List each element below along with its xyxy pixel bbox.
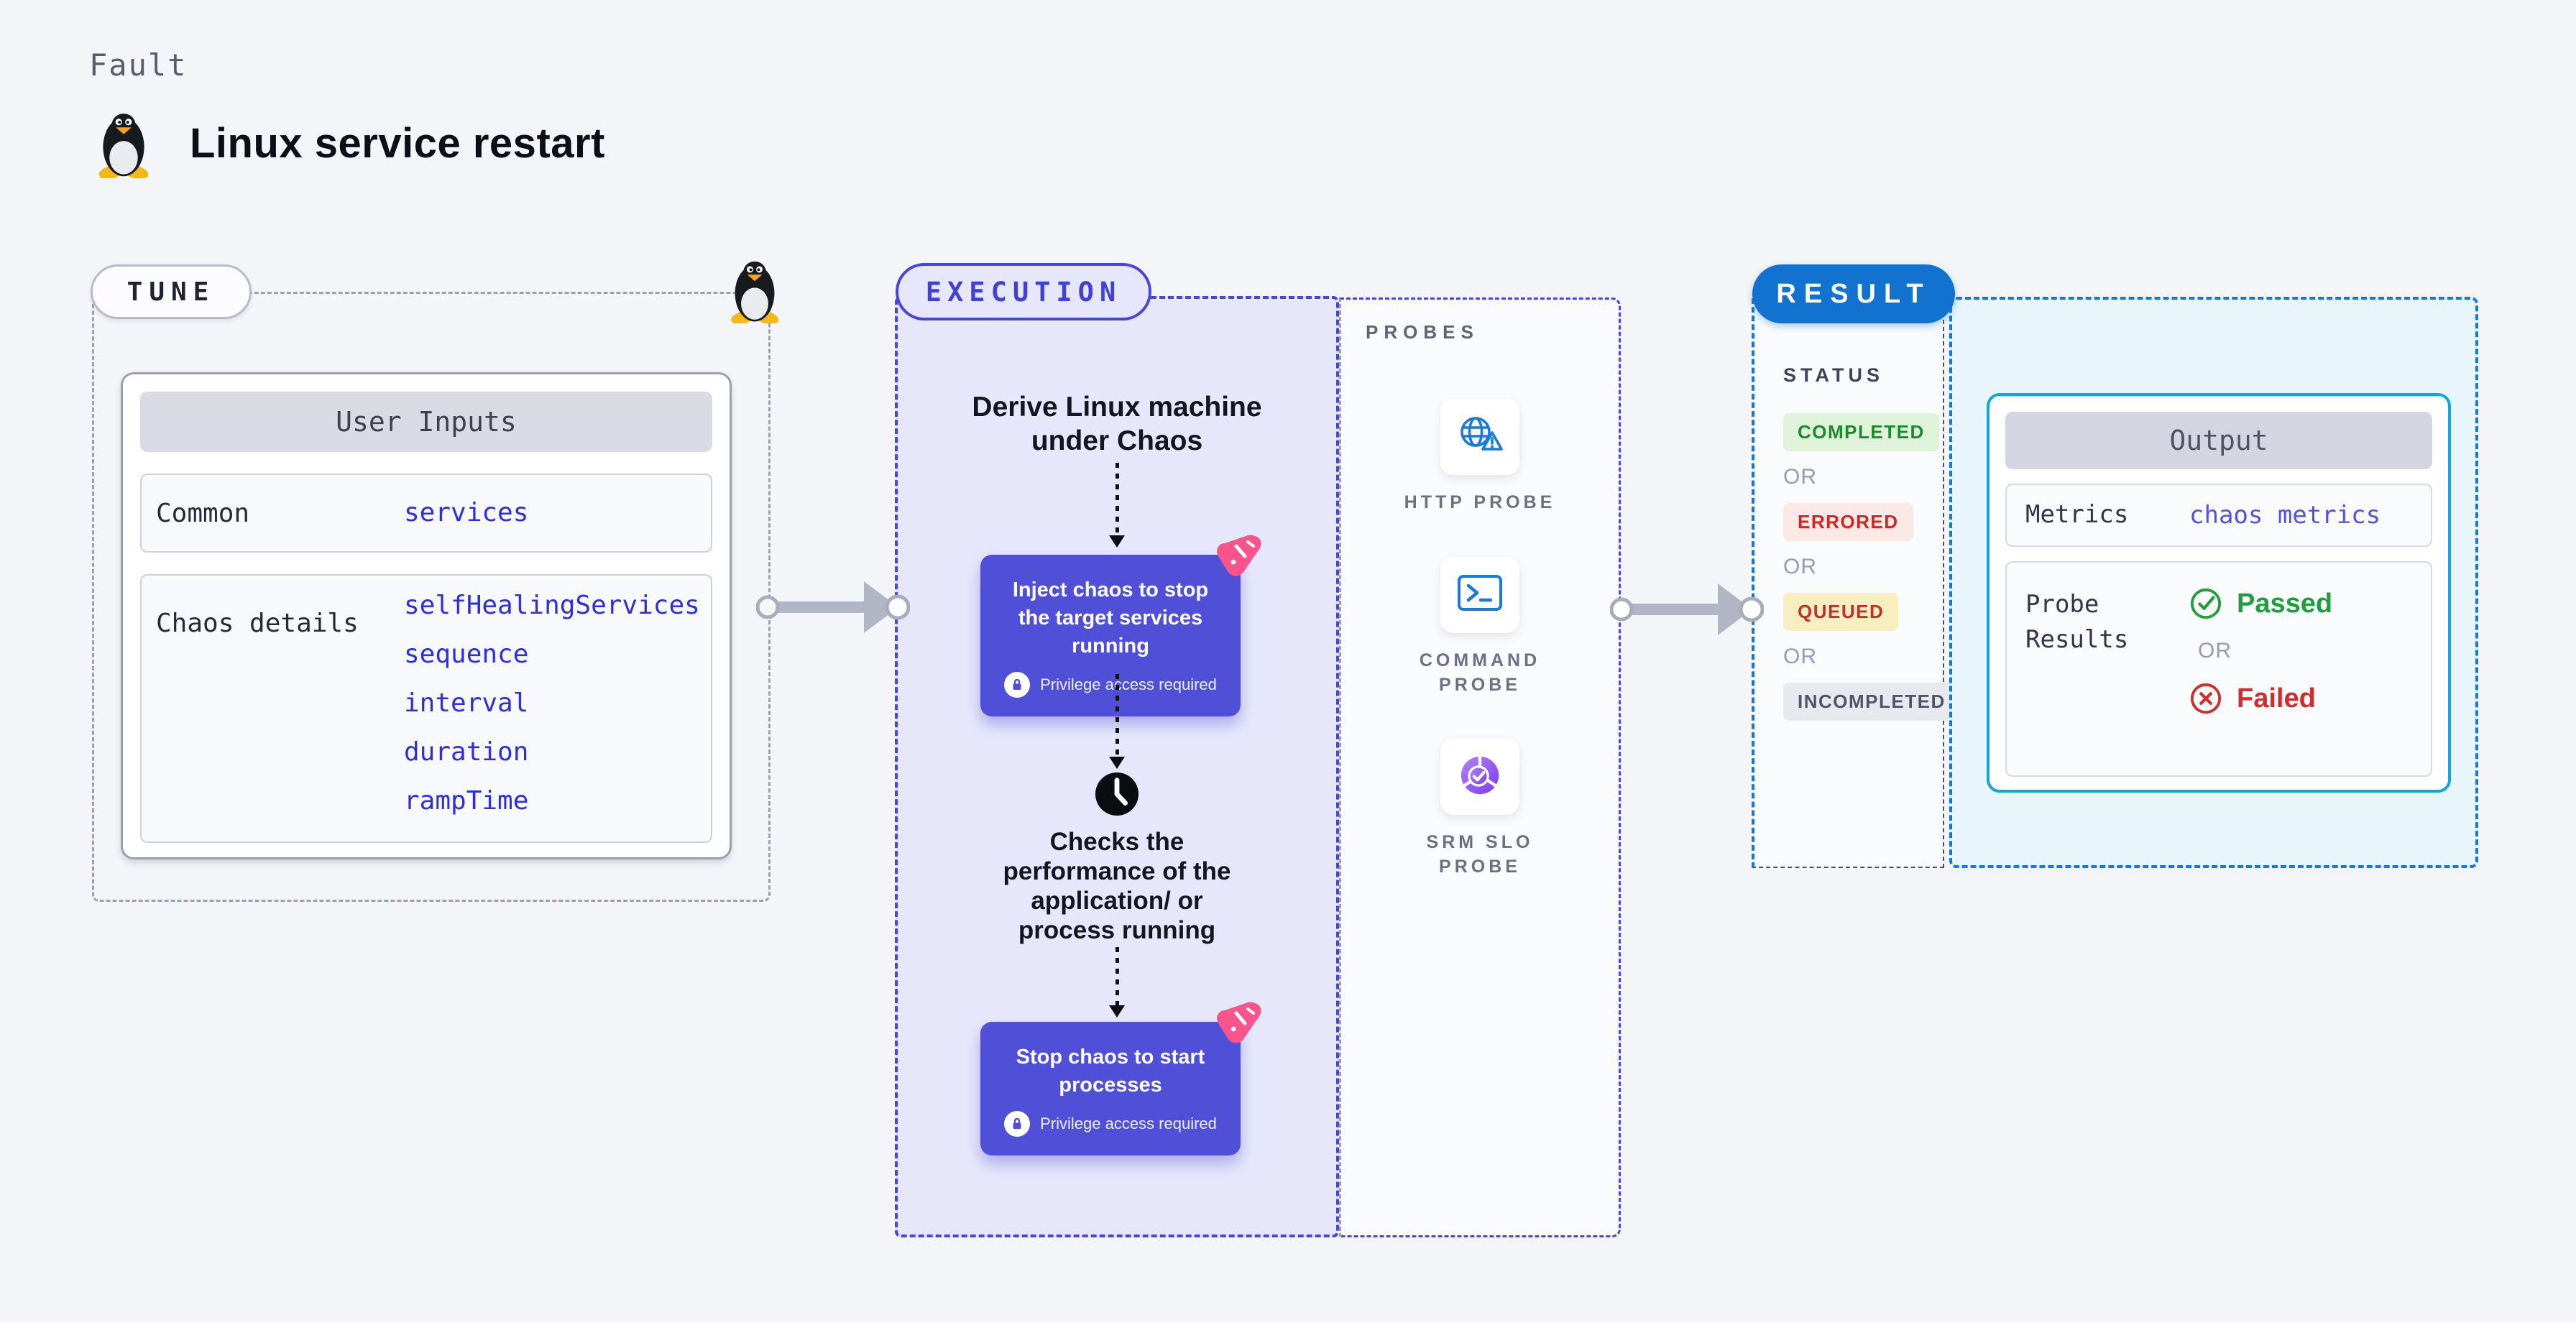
failed-result: Failed (2189, 682, 2332, 715)
or-separator: OR (1783, 645, 1817, 668)
metrics-value: chaos metrics (2189, 501, 2381, 530)
probe-item-command: COMMAND PROBE (1394, 556, 1566, 698)
row-label: Chaos details (156, 609, 359, 638)
tune-to-execution-arrow (755, 571, 911, 643)
input-value: services (404, 498, 529, 527)
execution-step-derive: Derive Linux machine under Chaos (972, 392, 1262, 456)
row-label: Probe Results (2025, 590, 2129, 655)
passed-label: Passed (2237, 588, 2333, 619)
chaos-icon (1215, 533, 1262, 578)
check-circle-icon (2189, 587, 2222, 620)
stop-chaos-action: Stop chaos to start processes Privilege … (980, 1002, 1261, 1156)
result-status-panel: STATUS COMPLETED OR ERRORED OR QUEUED OR… (1752, 298, 1960, 868)
action-title: Stop chaos to start processes (1016, 1046, 1205, 1097)
row-label: Metrics (2025, 500, 2129, 530)
lock-icon (1004, 1111, 1031, 1138)
status-heading: STATUS (1783, 364, 1884, 386)
clock-icon (1095, 772, 1139, 820)
privilege-badge: Privilege access required (999, 1111, 1222, 1138)
slo-pie-icon (1458, 753, 1502, 801)
page-title: Linux service restart (190, 119, 605, 167)
execution-pill: EXECUTION (896, 263, 1151, 320)
user-inputs-row-chaos-details: Chaos details selfHealingServices sequen… (140, 574, 712, 843)
or-separator: OR (1783, 555, 1817, 578)
output-row-probe-results: Probe Results Passed OR (2005, 561, 2432, 777)
page-bottom-edge (0, 1322, 2576, 1338)
probes-to-result-arrow (1609, 573, 1765, 645)
probe-card (1440, 739, 1519, 816)
inject-chaos-action: Inject chaos to stop the target services… (980, 535, 1261, 717)
flow-arrow (1108, 674, 1126, 769)
probe-label: SRM SLO PROBE (1426, 832, 1534, 877)
input-value: interval (404, 688, 529, 718)
execution-step-checks: Checks the performance of the applicatio… (1003, 828, 1231, 944)
action-title: Inject chaos to stop the target services… (1012, 578, 1209, 658)
probe-item-http: HTTP PROBE (1404, 399, 1556, 515)
tux-icon-small (726, 256, 783, 325)
or-separator: OR (2198, 639, 2232, 663)
input-value: rampTime (404, 786, 529, 816)
status-badge-completed: COMPLETED (1783, 413, 1939, 451)
probe-label: COMMAND PROBE (1419, 650, 1541, 695)
flow-arrow (1108, 463, 1126, 548)
failed-label: Failed (2237, 683, 2316, 714)
output-title: Output (2005, 412, 2432, 469)
tux-icon (93, 108, 154, 178)
user-inputs-card: User Inputs Common services Chaos detail… (121, 372, 732, 859)
result-pill: RESULT (1752, 264, 1955, 323)
result-output-panel: Output Metrics chaos metrics Probe Resul… (1949, 297, 2478, 868)
privilege-badge-text: Privilege access required (1040, 675, 1217, 694)
probe-item-srm-slo: SRM SLO PROBE (1394, 739, 1566, 880)
fault-category-label: Fault (89, 47, 188, 83)
privilege-badge: Privilege access required (999, 672, 1222, 698)
chaos-icon (1215, 1000, 1262, 1045)
output-row-metrics: Metrics chaos metrics (2005, 484, 2432, 547)
x-circle-icon (2189, 682, 2222, 715)
user-inputs-title: User Inputs (140, 392, 712, 452)
or-separator: OR (1783, 465, 1817, 489)
page-header: Linux service restart (93, 108, 605, 178)
status-badge-incompleted: INCOMPLETED (1783, 683, 1960, 721)
privilege-badge-text: Privilege access required (1040, 1115, 1217, 1133)
probes-section-label: PROBES (1366, 321, 1479, 343)
user-inputs-row-common: Common services (140, 474, 712, 553)
terminal-icon (1457, 574, 1503, 615)
status-badge-errored: ERRORED (1783, 503, 1913, 541)
probe-label: HTTP PROBE (1404, 492, 1556, 512)
execution-section: Derive Linux machine under Chaos Inject … (895, 296, 1339, 1237)
input-value: sequence (404, 640, 529, 669)
passed-result: Passed (2189, 587, 2332, 620)
probe-card (1440, 399, 1519, 475)
row-label: Common (156, 498, 250, 528)
output-card: Output Metrics chaos metrics Probe Resul… (1987, 393, 2451, 793)
probe-card (1440, 556, 1519, 633)
globe-warning-icon (1455, 414, 1504, 461)
status-badge-queued: QUEUED (1783, 593, 1899, 631)
input-value: selfHealingServices (404, 591, 700, 620)
lock-icon (1004, 672, 1031, 698)
probes-section: PROBES (1339, 297, 1621, 1237)
tune-pill: TUNE (91, 264, 252, 319)
input-value: duration (404, 737, 529, 767)
flow-arrow (1108, 947, 1126, 1018)
